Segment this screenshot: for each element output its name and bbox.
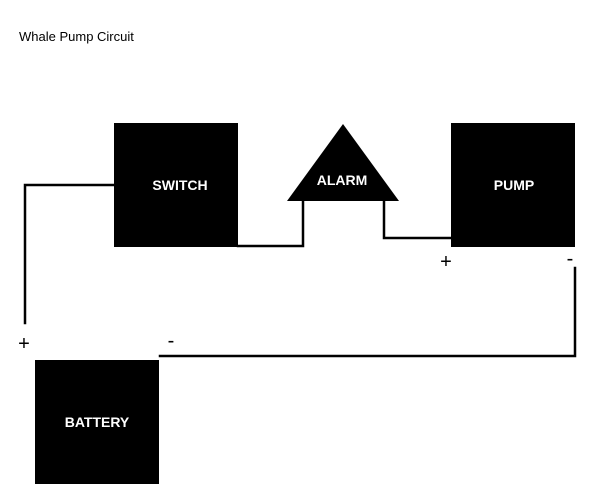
battery-positive-terminal: + [18,333,30,355]
battery-box [35,360,159,484]
switch-box [114,123,238,247]
polarity-markers: + - + - [18,248,573,355]
battery-component: BATTERY [35,360,159,484]
battery-label: BATTERY [65,414,130,430]
alarm-label: ALARM [317,172,368,188]
pump-label: PUMP [494,177,534,193]
wire-battery-positive-to-switch [23,183,116,325]
pump-component: PUMP [451,123,575,247]
alarm-component: ALARM [287,124,399,201]
switch-label: SWITCH [152,177,207,193]
alarm-triangle [287,124,399,201]
pump-negative-terminal: - [567,248,574,270]
battery-negative-terminal: - [168,330,175,352]
pump-positive-terminal: + [440,251,452,273]
wire-alarm-to-pump-positive [382,199,454,240]
switch-component: SWITCH [114,123,238,247]
wire-pump-negative-to-battery-negative [158,266,577,358]
diagram-title: Whale Pump Circuit [19,29,134,44]
pump-box [451,123,575,247]
wire-switch-to-alarm [236,199,305,248]
wires [23,183,577,358]
